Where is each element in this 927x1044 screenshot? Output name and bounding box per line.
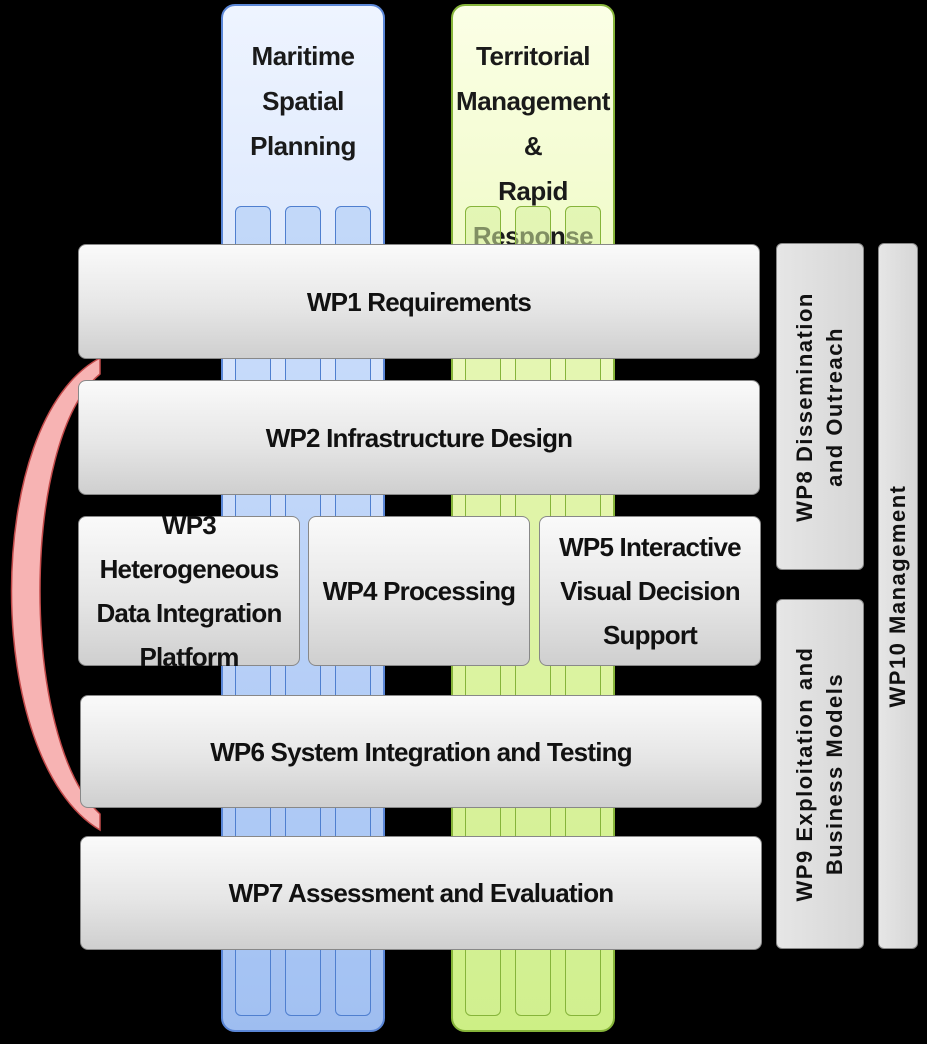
pillar-maritime-title: Maritime Spatial Planning [250,41,356,161]
wp1-label: WP1 Requirements [306,286,532,317]
wp4-label: WP4 Processing [322,576,516,606]
wp9-exploitation-business-models: WP9 Exploitation and Business Models [776,599,864,949]
wp9-label: WP9 Exploitation and Business Models [792,646,847,902]
wp8-dissemination-outreach: WP8 Dissemination and Outreach [776,243,864,570]
wp2-label: WP2 Infrastructure Design [265,422,573,453]
wp3-label: WP3 Heterogeneous Data Integration Platf… [96,510,282,672]
wp6-system-integration-testing: WP6 System Integration and Testing [80,695,762,808]
wp8-label: WP8 Dissemination and Outreach [792,291,847,522]
wp3-data-integration-platform: WP3 Heterogeneous Data Integration Platf… [78,510,300,672]
wp5-label: WP5 Interactive Visual Decision Support [559,532,741,650]
wp1-requirements: WP1 Requirements [78,244,760,359]
wp5-visual-decision-support: WP5 Interactive Visual Decision Support [539,516,761,666]
wp7-label: WP7 Assessment and Evaluation [228,878,615,908]
wp6-label: WP6 System Integration and Testing [210,736,632,767]
wp10-label: WP10 Management [885,484,910,708]
wp10-management: WP10 Management [878,243,918,949]
wp7-assessment-evaluation: WP7 Assessment and Evaluation [80,836,762,950]
wp2-infrastructure-design: WP2 Infrastructure Design [78,380,760,495]
wp4-processing: WP4 Processing [308,516,530,666]
